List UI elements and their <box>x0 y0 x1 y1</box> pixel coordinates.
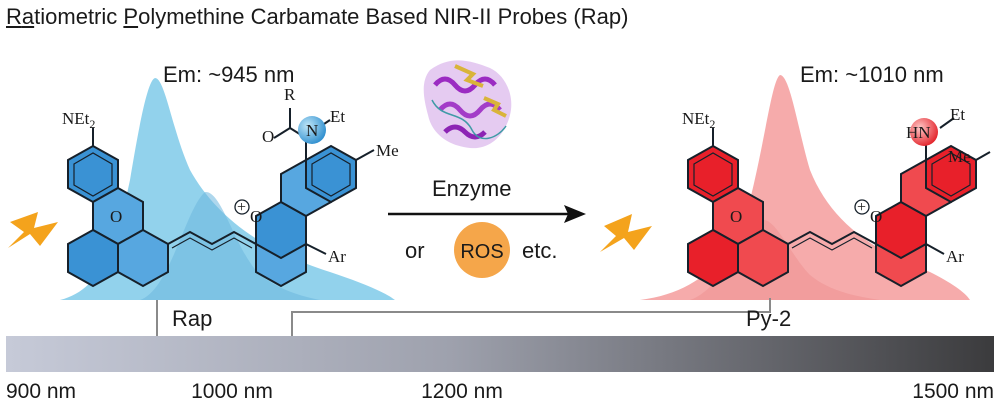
ros-circle <box>454 222 510 278</box>
rap-nitrogen: N <box>306 121 318 140</box>
py2-methyl: Me <box>948 147 971 166</box>
py2-ethyl: Et <box>950 105 965 124</box>
rap-ethyl: Et <box>330 107 345 126</box>
reaction-arrowhead <box>564 205 586 223</box>
enzyme-label: Enzyme <box>432 176 511 201</box>
py2-amine-label: NEt2 <box>682 109 715 131</box>
etc-label: etc. <box>522 238 557 263</box>
py2-hn-label: HN <box>906 123 931 142</box>
or-label: or <box>405 238 425 263</box>
wavelength-tick-1500: 1500 nm <box>912 380 994 403</box>
wavelength-tick-1000: 1000 nm <box>191 380 273 403</box>
py2-name-label: Py-2 <box>746 306 791 331</box>
page-title: Ratiometric Polymethine Carbamate Based … <box>6 4 628 30</box>
rap-emission-peak-secondary <box>140 191 320 300</box>
rap-nitrogen-highlight <box>298 116 326 144</box>
rap-charge-circle <box>234 199 250 215</box>
py2-charge-circle <box>854 199 870 215</box>
lightning-bolt-icon <box>600 214 652 252</box>
title-part: tiometric <box>34 4 124 29</box>
title-underlined-p: P <box>123 4 139 29</box>
rap-ring-oxygen-right: O <box>250 207 262 226</box>
wavelength-spectrum-bar <box>6 336 994 372</box>
py2-nitrogen-highlight <box>910 118 938 146</box>
wavelength-tick-1200: 1200 nm <box>421 380 503 403</box>
title-underlined-a: a <box>21 4 35 29</box>
ros-label: ROS <box>460 241 503 263</box>
py2-emission-label: Em: ~1010 nm <box>800 62 944 87</box>
rap-methyl: Me <box>376 141 399 160</box>
wavelength-tick-900: 900 nm <box>6 380 76 403</box>
rap-positive-charge: + <box>237 199 246 216</box>
rap-aryl: Ar <box>328 247 346 266</box>
py2-molecule <box>687 117 991 288</box>
rap-ring-oxygen-left: O <box>110 207 122 226</box>
title-underlined-r: R <box>6 4 22 29</box>
rap-r-group: R <box>284 85 296 104</box>
rap-name-label: Rap <box>172 306 212 331</box>
rap-molecule <box>67 108 375 288</box>
lightning-bolt-icon <box>8 212 58 248</box>
wavelength-tick-labels: 900 nm 1000 nm 1200 nm 1500 nm <box>6 380 994 403</box>
py2-ring-oxygen-left: O <box>730 207 742 226</box>
py2-connector-line <box>291 298 771 336</box>
py2-emission-peak-main <box>640 75 970 300</box>
py2-ring-oxygen-right: O <box>870 207 882 226</box>
py2-positive-charge: + <box>857 199 866 216</box>
py2-aryl: Ar <box>946 247 964 266</box>
title-rest: olymethine Carbamate Based NIR-II Probes… <box>138 4 629 29</box>
enzyme-protein-icon <box>423 60 512 149</box>
rap-amine-label: NEt2 <box>62 109 95 131</box>
rap-carbonyl-oxygen: O <box>262 127 274 146</box>
rap-emission-label: Em: ~945 nm <box>163 62 294 87</box>
